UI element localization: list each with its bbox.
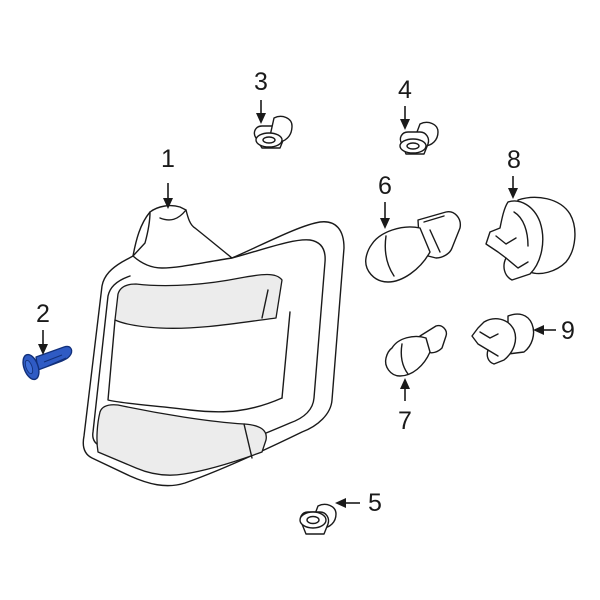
callout-5: 5	[368, 489, 382, 517]
callout-1: 1	[161, 145, 175, 173]
socket-part-9[interactable]	[471, 313, 535, 365]
callout-2: 2	[36, 300, 50, 328]
callout-3: 3	[254, 68, 268, 96]
callout-arrows	[38, 100, 556, 508]
clip-nut-part-3[interactable]	[253, 115, 293, 149]
bulb-part-6[interactable]	[365, 211, 461, 283]
clip-nut-part-4[interactable]	[399, 121, 439, 155]
clip-nut-part-5[interactable]	[299, 503, 337, 535]
bulb-part-7[interactable]	[384, 324, 448, 377]
callout-6: 6	[378, 172, 392, 200]
screw-part[interactable]	[20, 345, 73, 381]
callout-8: 8	[507, 146, 521, 174]
socket-part-8[interactable]	[485, 196, 576, 281]
callout-7: 7	[398, 407, 412, 435]
callout-9: 9	[561, 317, 575, 345]
tail-lamp-assembly[interactable]	[82, 204, 345, 487]
callout-4: 4	[398, 76, 412, 104]
